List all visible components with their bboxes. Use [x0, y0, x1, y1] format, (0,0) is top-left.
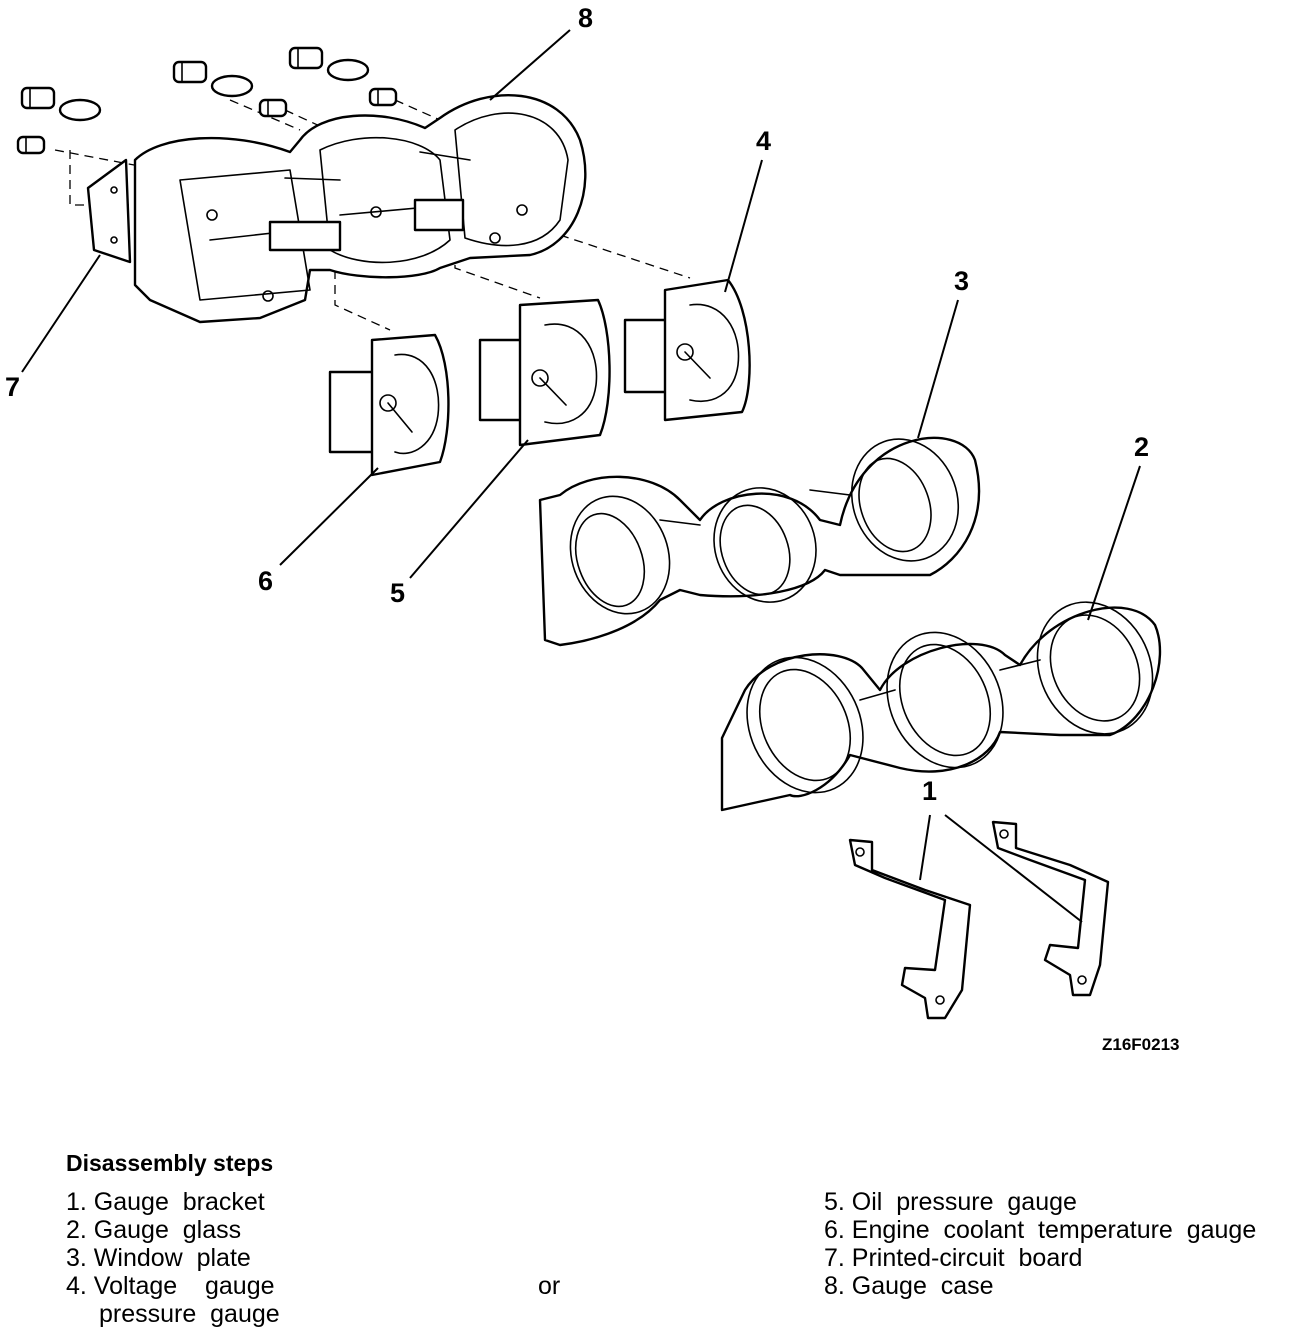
step-4-or: or	[538, 1272, 561, 1300]
callout-8: 8	[578, 3, 593, 33]
callout-leader-lines	[21, 29, 1141, 923]
step-5: 5. Oil pressure gauge	[824, 1188, 1077, 1216]
engine-coolant-temperature-gauge	[328, 333, 450, 477]
step-4: 4. Voltage gauge	[66, 1272, 275, 1300]
window-plate	[538, 436, 981, 647]
step-2: 2. Gauge glass	[66, 1216, 242, 1244]
figure-code: Z16F0213	[1102, 1035, 1180, 1054]
callout-3: 3	[954, 266, 969, 296]
step-3: 3. Window plate	[66, 1244, 251, 1272]
gauge-bracket-left	[848, 838, 972, 1020]
callout-1: 1	[922, 776, 937, 806]
gauge-glass	[720, 601, 1162, 812]
callout-6: 6	[258, 566, 273, 596]
callout-4: 4	[756, 126, 771, 156]
callout-2: 2	[1134, 432, 1149, 462]
step-7: 7. Printed-circuit board	[824, 1244, 1083, 1272]
disassembly-steps-title: Disassembly steps	[66, 1150, 274, 1176]
step-6: 6. Engine coolant temperature gauge	[824, 1216, 1257, 1244]
callout-5: 5	[390, 578, 405, 608]
exploded-view-diagram: 8 4 3 2 1 7 6 5 Z16F0213	[5, 3, 1180, 1054]
step-8: 8. Gauge case	[824, 1272, 994, 1300]
printed-circuit-board	[86, 158, 132, 264]
steps-column-right: 5. Oil pressure gauge 6. Engine coolant …	[824, 1188, 1256, 1300]
voltage-or-pressure-gauge	[623, 278, 751, 422]
callout-7: 7	[5, 372, 20, 402]
bulb-socket-set	[16, 46, 398, 155]
step-1: 1. Gauge bracket	[66, 1188, 265, 1216]
oil-pressure-gauge	[478, 298, 611, 447]
gauge-bracket-right	[991, 820, 1110, 997]
callout-labels: 8 4 3 2 1 7 6 5 Z16F0213	[5, 3, 1180, 1054]
step-4-continuation: pressure gauge	[99, 1300, 280, 1328]
steps-column-left: 1. Gauge bracket 2. Gauge glass 3. Windo…	[66, 1188, 280, 1328]
gauge-case	[133, 93, 587, 324]
